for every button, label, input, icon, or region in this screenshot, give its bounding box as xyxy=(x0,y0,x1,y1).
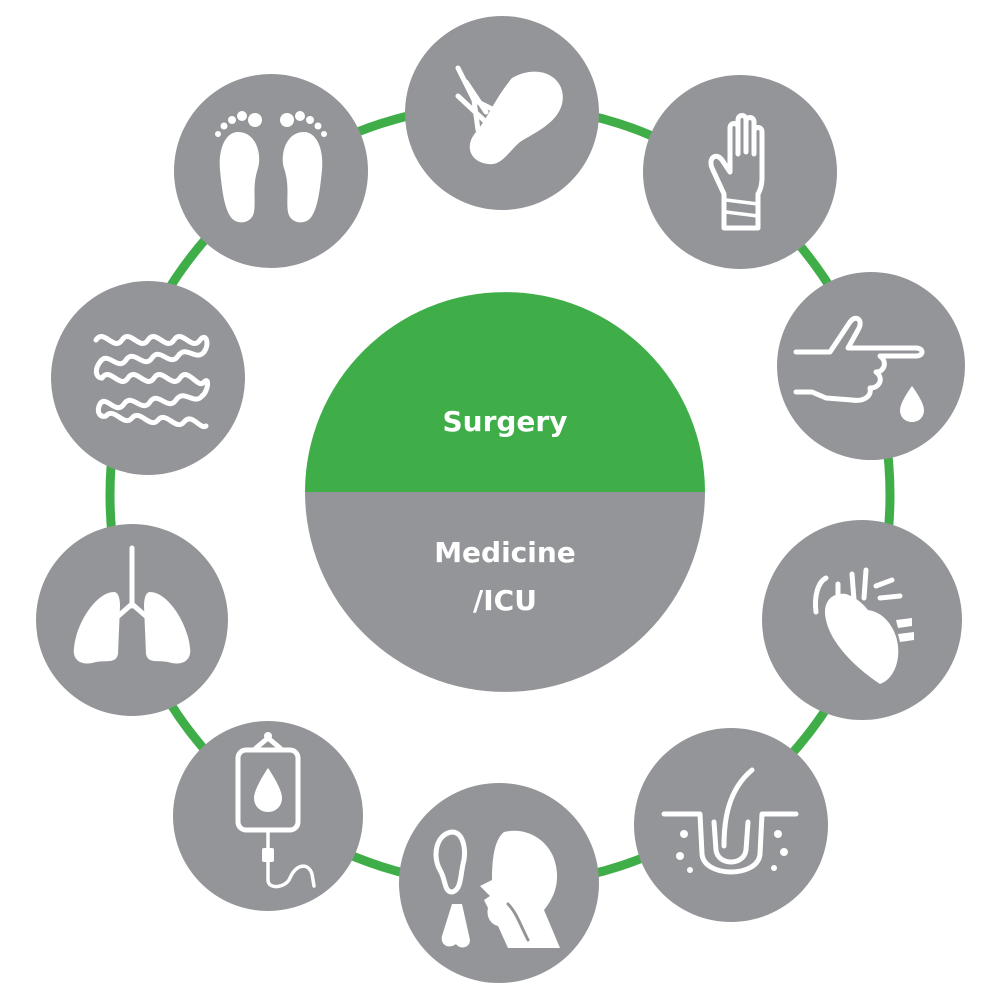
node-skin xyxy=(634,728,828,922)
feet-icon xyxy=(215,111,327,223)
hand-icon xyxy=(708,113,765,231)
kidney-icon xyxy=(455,65,563,165)
head-ear-nose-throat-icon xyxy=(433,829,560,948)
node-ent xyxy=(399,783,599,983)
lungs-icon xyxy=(73,545,191,664)
node-finger-blood xyxy=(777,272,965,460)
heart-icon xyxy=(813,567,914,684)
node-hand xyxy=(643,75,837,269)
center-medicine-half xyxy=(305,492,705,692)
node-intestines xyxy=(51,281,245,475)
medicine-label: Medicine xyxy=(434,536,576,569)
center-surgery-half xyxy=(305,292,705,492)
node-heart xyxy=(762,520,962,720)
node-feet xyxy=(174,74,368,268)
finger-blood-drop-icon xyxy=(793,315,925,422)
icu-label: /ICU xyxy=(473,584,537,617)
intestines-icon xyxy=(93,334,211,429)
center-circle: Surgery Medicine /ICU xyxy=(305,292,705,692)
iv-bag-icon xyxy=(235,732,316,889)
node-iv-bag xyxy=(173,721,363,911)
skin-hair-follicle-icon xyxy=(661,767,799,875)
node-kidney xyxy=(405,16,599,210)
node-lungs xyxy=(36,524,228,716)
surgery-label: Surgery xyxy=(442,405,567,438)
